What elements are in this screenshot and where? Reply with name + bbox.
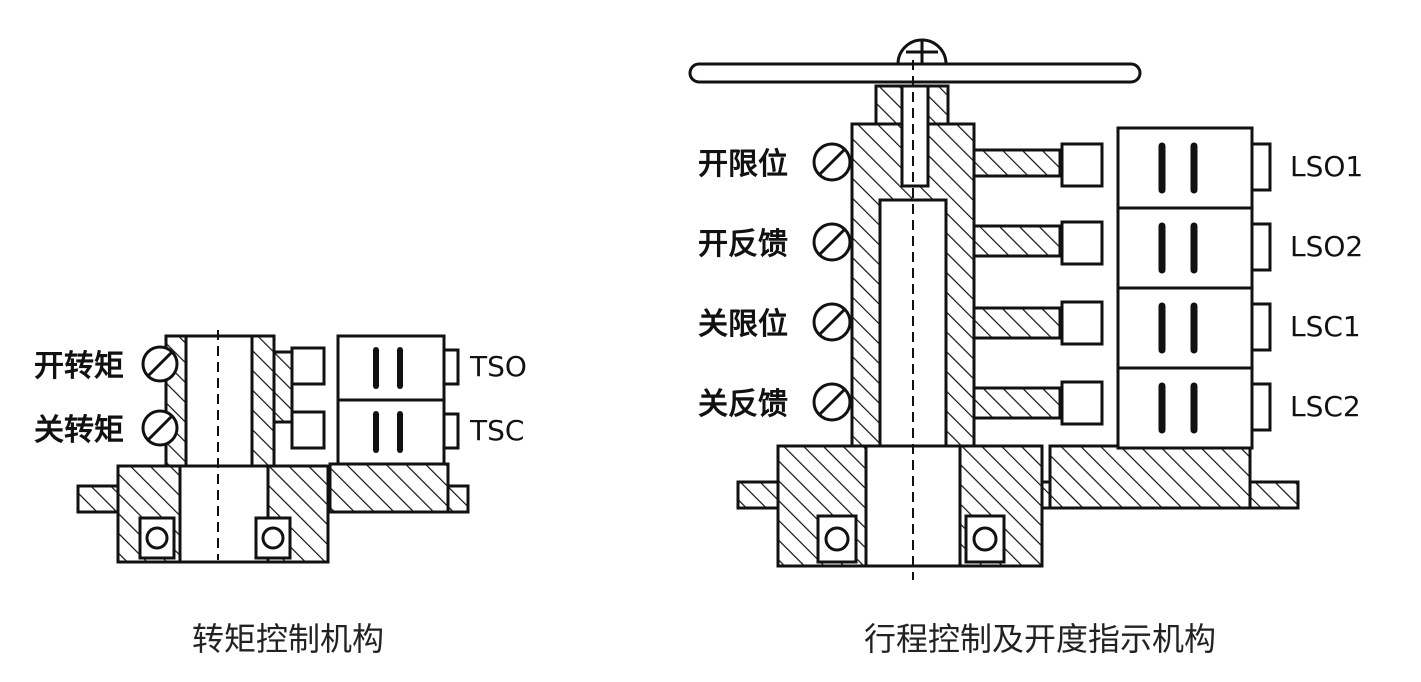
right-switch-body-1 (1116, 126, 1254, 210)
left-switch-code-1: TSO (469, 350, 527, 383)
left-cam-label-1: 开转矩 (34, 349, 124, 384)
left-bearing-a (138, 516, 176, 560)
left-caption: 转矩控制机构 (192, 620, 384, 658)
right-bearing-b (964, 514, 1006, 564)
left-switch-code-2: TSC (469, 414, 524, 447)
left-switch-body-1 (336, 334, 446, 402)
right-base-block (1048, 444, 1252, 510)
right-switch-actuator-3 (1060, 300, 1104, 346)
left-cam-labels: 开转矩 关转矩 TSO TSC (34, 349, 527, 448)
right-cam-label-1: 开限位 (698, 147, 788, 182)
right-cam-labels: 开限位 开反馈 关限位 关反馈 LSO1 LSO2 LSC1 LSC2 (698, 147, 1363, 423)
right-switch-body-3 (1116, 286, 1254, 370)
right-cam-label-4: 关反馈 (698, 387, 788, 422)
right-cam-label-3: 关限位 (698, 307, 788, 342)
left-switch-body-2 (336, 398, 446, 466)
left-cam-label-2: 关转矩 (34, 413, 124, 448)
handwheel-bar (688, 62, 1142, 84)
right-switch-actuator-2 (1060, 220, 1104, 266)
torque-control-mechanism (76, 330, 470, 564)
right-switch-body-2 (1116, 206, 1254, 290)
set-screw (900, 84, 930, 188)
right-switch-code-2: LSO2 (1290, 230, 1363, 263)
travel-control-mechanism (688, 38, 1300, 580)
right-cam-label-2: 开反馈 (698, 227, 788, 262)
right-switch-actuator-4 (1060, 380, 1104, 426)
left-base-block (328, 462, 450, 514)
left-bearing-b (254, 516, 292, 560)
right-switch-code-4: LSC2 (1290, 390, 1361, 423)
right-switch-code-1: LSO1 (1290, 150, 1363, 183)
right-caption: 行程控制及开度指示机构 (864, 620, 1216, 658)
right-switch-body-4 (1116, 366, 1254, 450)
right-bearing-a (816, 514, 858, 564)
left-switch-actuator-1 (290, 346, 326, 386)
right-switch-actuator-1 (1060, 142, 1104, 188)
left-switch-actuator-2 (290, 410, 326, 450)
right-switch-code-3: LSC1 (1290, 310, 1361, 343)
